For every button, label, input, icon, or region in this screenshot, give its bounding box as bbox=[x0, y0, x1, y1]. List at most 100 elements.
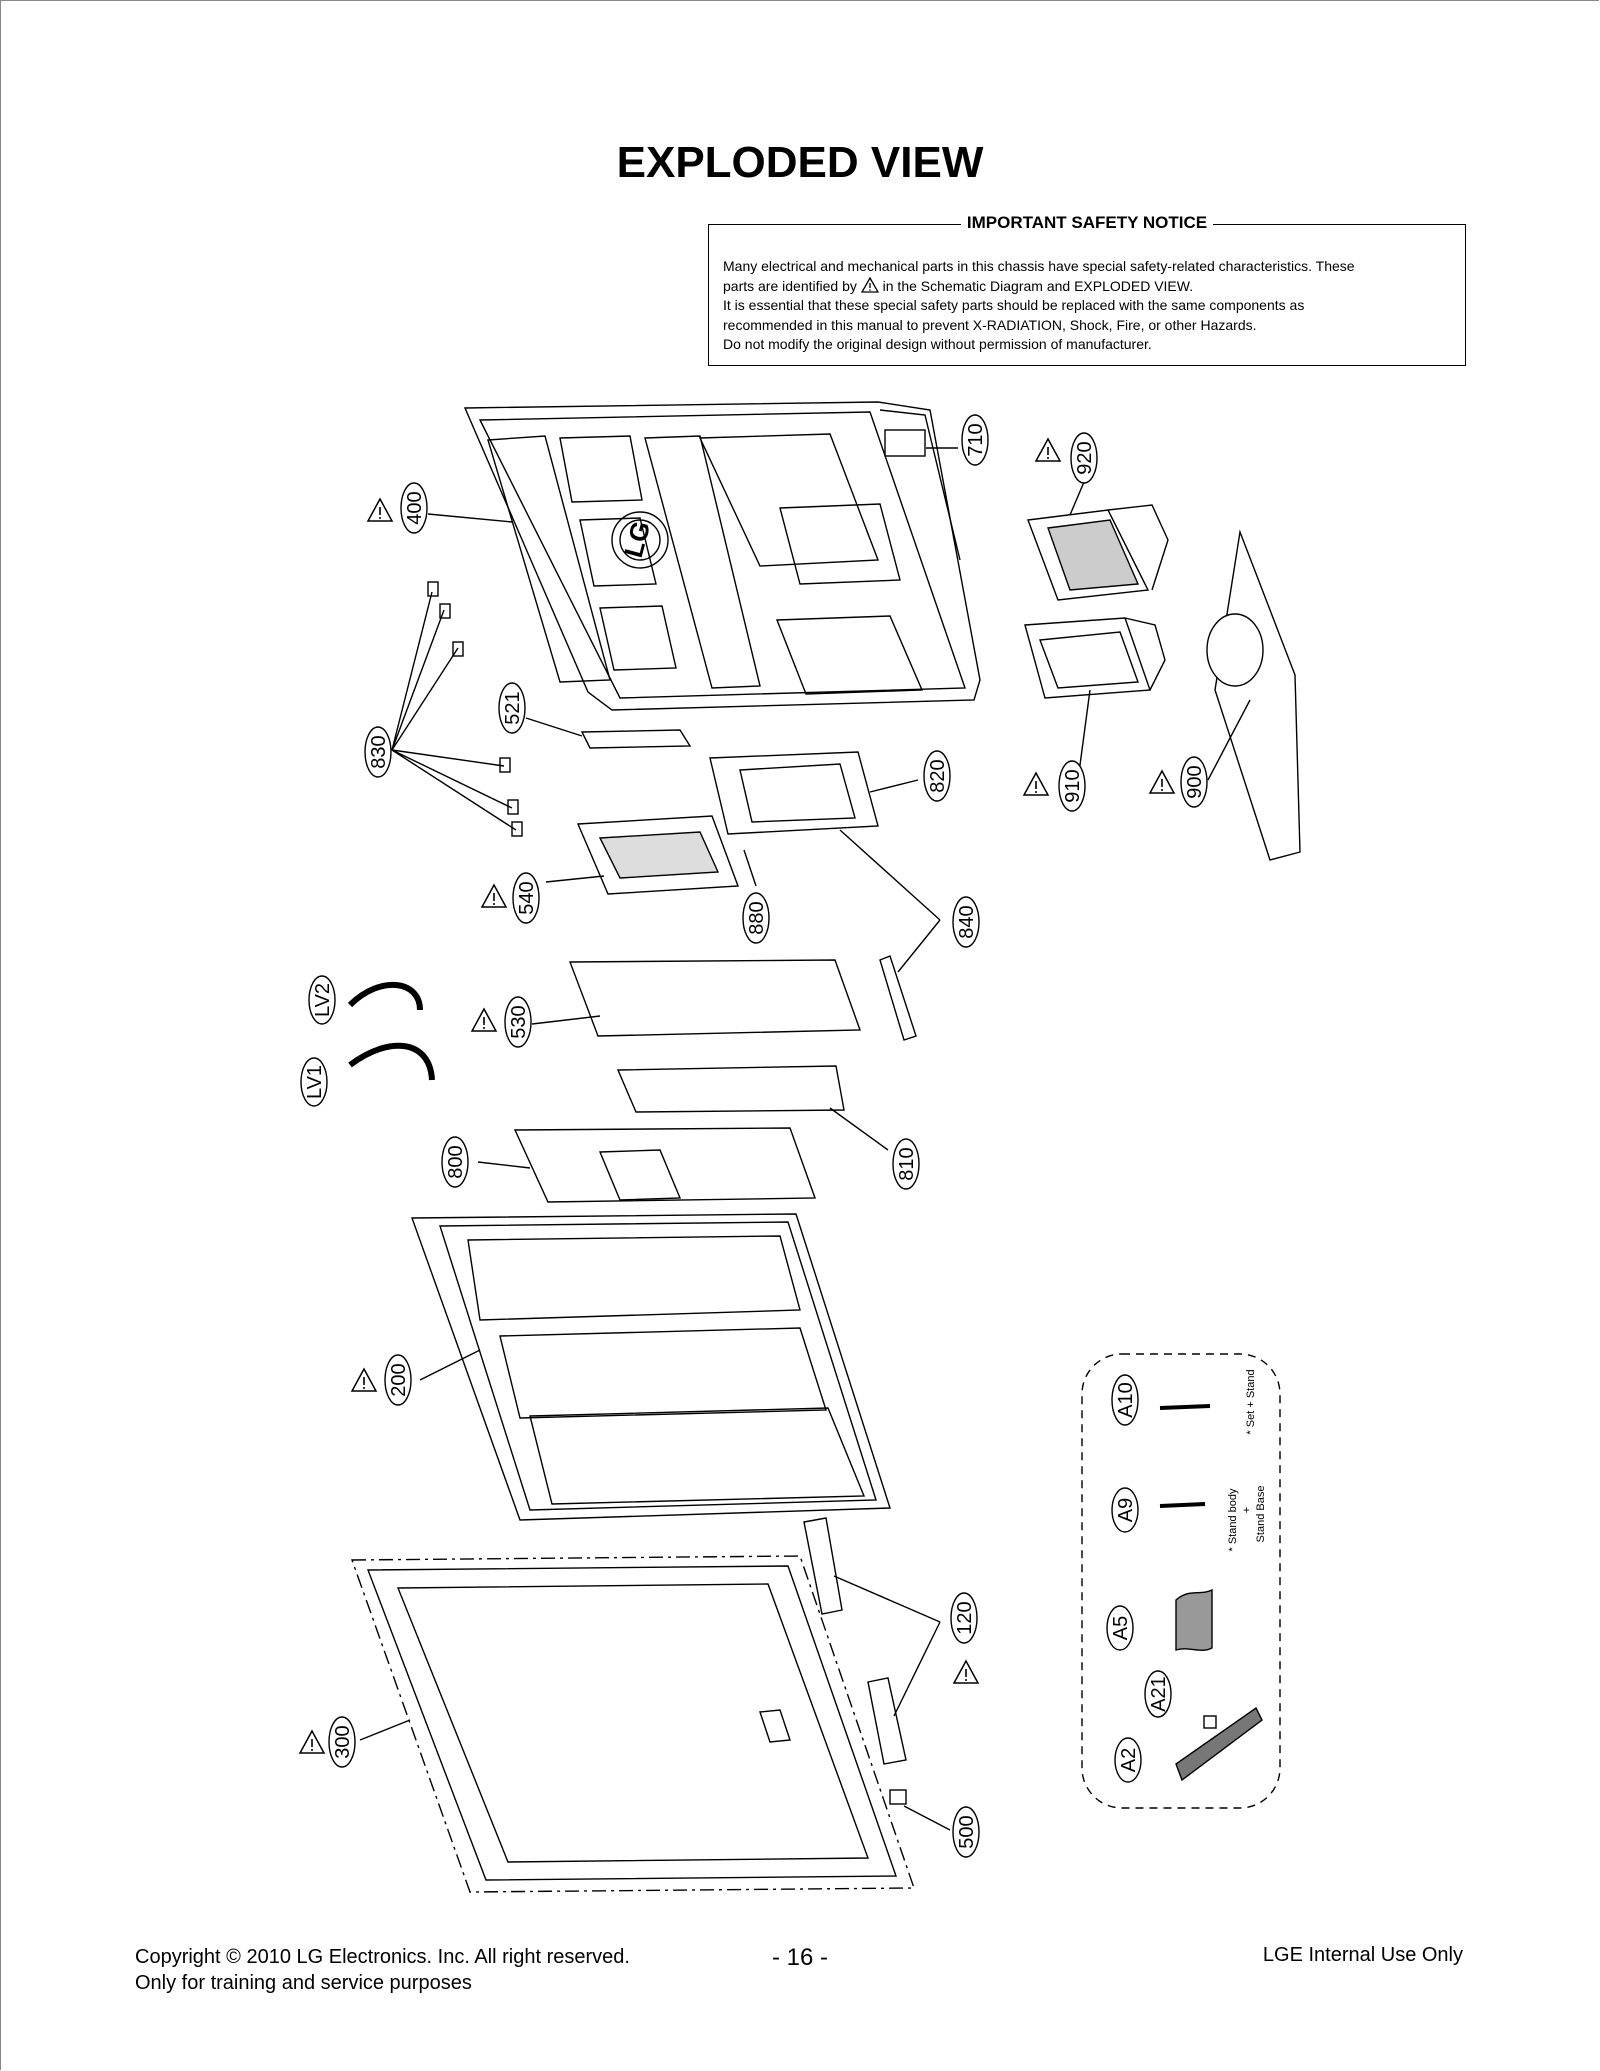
label-ellipse-530 bbox=[504, 996, 532, 1048]
leader-920 bbox=[1069, 481, 1085, 516]
leader-530 bbox=[531, 1015, 601, 1025]
leader-830 bbox=[391, 591, 517, 831]
footer-page-number: - 16 - bbox=[771, 1944, 828, 1971]
notice-line-4: recommended in this manual to prevent X-… bbox=[723, 316, 1257, 333]
part-840-bracket bbox=[879, 955, 917, 1041]
part-label-820: 820 bbox=[927, 759, 949, 792]
footer-left: Copyright © 2010 LG Electronics. Inc. Al… bbox=[135, 1944, 630, 1996]
part-label-a10: A10 bbox=[1115, 1382, 1137, 1418]
bracket-820 bbox=[709, 751, 879, 835]
part-label-200: 200 bbox=[388, 1363, 410, 1396]
label-ellipse-880 bbox=[742, 892, 770, 944]
label-ellipse-800 bbox=[441, 1136, 469, 1188]
stand-base-900 bbox=[1206, 529, 1301, 861]
warning-triangle-icon bbox=[860, 276, 879, 293]
part-label-910: 910 bbox=[1062, 769, 1084, 802]
part-label-840: 840 bbox=[956, 905, 978, 938]
front-bezel-300 bbox=[351, 1555, 915, 1893]
leader-400 bbox=[427, 513, 513, 523]
part-label-a2: A2 bbox=[1118, 1748, 1140, 1772]
part-label-521: 521 bbox=[502, 691, 524, 724]
label-ellipse-830 bbox=[364, 726, 392, 778]
label-ellipse-900 bbox=[1180, 756, 1208, 808]
label-ellipse-500 bbox=[952, 1806, 980, 1858]
back-cover-400: LG bbox=[463, 401, 981, 711]
note-plus: + bbox=[1241, 1507, 1253, 1513]
part-530-plate bbox=[568, 959, 861, 1037]
brackets-830 bbox=[427, 581, 523, 837]
part-label-500: 500 bbox=[956, 1815, 978, 1848]
leader-200 bbox=[419, 1349, 481, 1381]
footer-training: Only for training and service purposes bbox=[135, 1972, 472, 1994]
label-ellipse-810 bbox=[892, 1138, 920, 1190]
warning-icon-910 bbox=[1023, 772, 1049, 796]
part-500 bbox=[889, 1789, 907, 1805]
warning-icon-920 bbox=[1035, 438, 1061, 462]
part-label-810: 810 bbox=[896, 1147, 918, 1180]
part-label-530: 530 bbox=[508, 1005, 530, 1038]
label-ellipse-a21 bbox=[1144, 1670, 1172, 1718]
label-ellipse-a10 bbox=[1111, 1374, 1139, 1426]
label-ellipse-540 bbox=[512, 872, 540, 924]
leader-900 bbox=[1207, 699, 1251, 781]
leader-820 bbox=[869, 779, 919, 793]
part-800-sheet bbox=[513, 1127, 816, 1203]
notice-line-2: parts are identified by in the Schematic… bbox=[723, 276, 1451, 297]
label-ellipse-200 bbox=[384, 1354, 412, 1406]
cable-lv2 bbox=[347, 981, 423, 1011]
leader-500 bbox=[903, 1805, 951, 1831]
safety-notice-body: Many electrical and mechanical parts in … bbox=[723, 257, 1451, 355]
accessory-box bbox=[1081, 1353, 1281, 1809]
leader-800 bbox=[477, 1161, 531, 1169]
stand-bracket-910 bbox=[1024, 617, 1166, 699]
label-ellipse-910 bbox=[1058, 760, 1086, 812]
part-label-830: 830 bbox=[368, 735, 390, 768]
warning-icon-540 bbox=[481, 884, 507, 908]
note-stand-body: * Stand body bbox=[1227, 1488, 1239, 1551]
warning-icon-300 bbox=[299, 1730, 325, 1754]
leader-810 bbox=[829, 1107, 889, 1151]
part-label-920: 920 bbox=[1074, 441, 1096, 474]
warning-icon-200 bbox=[351, 1368, 377, 1392]
notice-line-2-end: in the Schematic Diagram and EXPLODED VI… bbox=[882, 277, 1194, 294]
warning-icon-120 bbox=[953, 1660, 979, 1684]
label-ellipse-400 bbox=[400, 482, 428, 534]
leader-120 bbox=[833, 1575, 941, 1717]
label-ellipse-920 bbox=[1070, 432, 1098, 484]
main-board-540 bbox=[576, 815, 739, 895]
leader-540 bbox=[545, 875, 605, 883]
part-label-a21: A21 bbox=[1148, 1676, 1170, 1712]
part-label-540: 540 bbox=[516, 881, 538, 914]
label-ellipse-lv1 bbox=[300, 1057, 328, 1107]
notice-line-3: It is essential that these special safet… bbox=[723, 297, 1305, 314]
warning-icon-530 bbox=[471, 1008, 497, 1032]
note-set-stand: * Set + Stand bbox=[1245, 1369, 1257, 1434]
part-label-a5: A5 bbox=[1110, 1616, 1132, 1640]
safety-notice-heading-wrap: IMPORTANT SAFETY NOTICE bbox=[709, 213, 1465, 233]
part-label-300: 300 bbox=[332, 1725, 354, 1758]
label-ellipse-a5 bbox=[1106, 1605, 1134, 1651]
notice-line-2-start: parts are identified by bbox=[723, 277, 857, 294]
leader-521 bbox=[525, 717, 583, 737]
leader-840 bbox=[839, 829, 941, 973]
leader-910 bbox=[1077, 689, 1091, 781]
speaker-120-upper bbox=[803, 1517, 843, 1615]
label-ellipse-120 bbox=[950, 1592, 978, 1644]
part-label-800: 800 bbox=[445, 1145, 467, 1178]
footer-copyright: Copyright © 2010 LG Electronics. Inc. Al… bbox=[135, 1946, 630, 1968]
speaker-120-lower bbox=[867, 1677, 907, 1765]
warning-icon-900 bbox=[1149, 770, 1175, 794]
label-ellipse-a2 bbox=[1114, 1737, 1142, 1783]
footer-internal: LGE Internal Use Only bbox=[1262, 1944, 1463, 1966]
warning-icon-400 bbox=[367, 498, 393, 522]
part-label-a9: A9 bbox=[1115, 1498, 1137, 1522]
safety-notice-heading: IMPORTANT SAFETY NOTICE bbox=[960, 213, 1214, 232]
leader-880 bbox=[743, 849, 757, 887]
part-label-400: 400 bbox=[404, 491, 426, 524]
label-ellipse-a9 bbox=[1111, 1487, 1139, 1533]
part-810-sheet bbox=[616, 1065, 845, 1113]
part-label-lv1: LV1 bbox=[304, 1065, 326, 1099]
leader-300 bbox=[359, 1719, 411, 1741]
